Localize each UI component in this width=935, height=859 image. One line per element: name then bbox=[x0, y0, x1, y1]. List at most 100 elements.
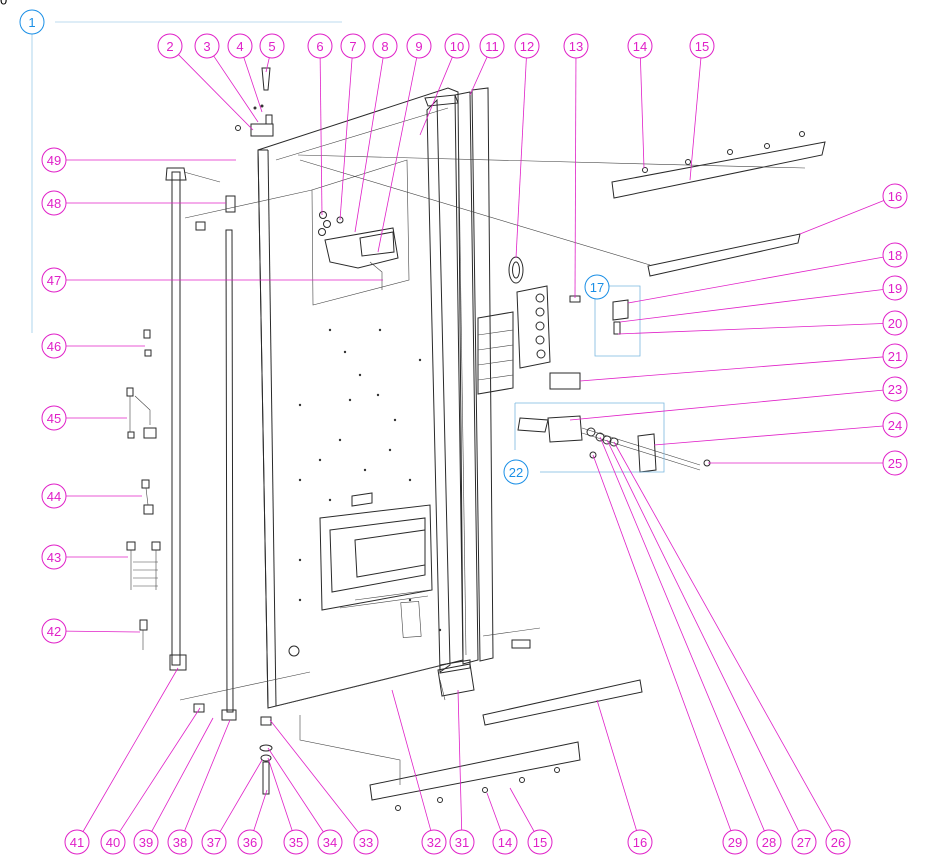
leader-16b bbox=[596, 699, 637, 831]
leader-23 bbox=[569, 389, 884, 421]
line-art bbox=[126, 67, 826, 811]
bottom-plate bbox=[437, 663, 475, 697]
callout-12: 12 bbox=[514, 33, 540, 59]
callout-20: 20 bbox=[882, 310, 908, 336]
leader-19 bbox=[619, 289, 884, 323]
svg-text:18: 18 bbox=[888, 248, 902, 263]
svg-text:10: 10 bbox=[450, 39, 464, 54]
leader-8 bbox=[354, 57, 384, 233]
leader-38 bbox=[184, 719, 231, 832]
leader-16a bbox=[799, 200, 885, 235]
bottom-trim bbox=[369, 741, 581, 811]
svg-text:5: 5 bbox=[268, 39, 275, 54]
callout-19: 19 bbox=[882, 275, 908, 301]
svg-text:21: 21 bbox=[888, 349, 902, 364]
bottom-label bbox=[511, 639, 531, 649]
leader-29 bbox=[592, 454, 732, 831]
svg-text:34: 34 bbox=[323, 835, 337, 850]
callout-21: 21 bbox=[882, 343, 908, 369]
svg-text:38: 38 bbox=[173, 835, 187, 850]
leader-34 bbox=[267, 747, 324, 833]
svg-text:40: 40 bbox=[106, 835, 120, 850]
callout-14-bottom: 14 bbox=[492, 829, 518, 855]
callout-10: 10 bbox=[444, 33, 470, 59]
svg-text:37: 37 bbox=[207, 835, 221, 850]
callout-18: 18 bbox=[882, 242, 908, 268]
svg-text:44: 44 bbox=[47, 489, 61, 504]
leader-35 bbox=[267, 757, 293, 831]
svg-text:23: 23 bbox=[888, 382, 902, 397]
callout-37: 37 bbox=[201, 829, 227, 855]
callout-3: 3 bbox=[194, 33, 220, 59]
callout-27: 27 bbox=[791, 829, 817, 855]
callout-46: 46 bbox=[41, 333, 67, 359]
callout-16-bottom: 16 bbox=[627, 829, 653, 855]
leader-28 bbox=[599, 436, 765, 832]
svg-text:8: 8 bbox=[381, 39, 388, 54]
callout-33: 33 bbox=[353, 829, 379, 855]
svg-text:3: 3 bbox=[203, 39, 210, 54]
leader-2 bbox=[178, 54, 254, 131]
callout-15-top: 15 bbox=[689, 33, 715, 59]
callout-1: 1 bbox=[19, 9, 45, 35]
svg-text:11: 11 bbox=[485, 39, 499, 54]
callout-labels: 1 2 3 4 5 6 7 8 9 10 11 12 13 14 15 16 1… bbox=[0, 0, 908, 855]
callout-29: 29 bbox=[722, 829, 748, 855]
leader-40 bbox=[119, 707, 201, 833]
svg-text:20: 20 bbox=[888, 316, 902, 331]
callout-15-bottom: 15 bbox=[527, 829, 553, 855]
svg-text:48: 48 bbox=[47, 196, 61, 211]
svg-text:36: 36 bbox=[243, 835, 257, 850]
callout-44: 44 bbox=[41, 483, 67, 509]
svg-text:16: 16 bbox=[888, 189, 902, 204]
svg-text:30: 30 bbox=[0, 0, 7, 8]
callout-34: 34 bbox=[317, 829, 343, 855]
callout-28: 28 bbox=[756, 829, 782, 855]
svg-text:12: 12 bbox=[520, 39, 534, 54]
callout-26: 26 bbox=[825, 829, 851, 855]
callout-17: 17 bbox=[584, 274, 610, 300]
leader-6 bbox=[319, 57, 323, 216]
leader-3 bbox=[213, 55, 259, 123]
callout-35: 35 bbox=[283, 829, 309, 855]
leader-5 bbox=[265, 57, 270, 73]
svg-text:7: 7 bbox=[349, 39, 356, 54]
callout-38: 38 bbox=[167, 829, 193, 855]
callout-6: 6 bbox=[307, 33, 333, 59]
leader-24 bbox=[653, 425, 884, 446]
assembly-22-box bbox=[514, 402, 665, 473]
lower-trim-strip bbox=[482, 679, 643, 726]
callout-48: 48 bbox=[41, 190, 67, 216]
group-boxes bbox=[31, 21, 665, 473]
assembly-17-box bbox=[594, 285, 641, 357]
svg-text:4: 4 bbox=[236, 39, 243, 54]
door-panel bbox=[257, 87, 464, 709]
leader-42 bbox=[65, 630, 141, 633]
callout-43: 43 bbox=[41, 544, 67, 570]
svg-text:49: 49 bbox=[47, 153, 61, 168]
callout-13: 13 bbox=[563, 33, 589, 59]
callout-14-top: 14 bbox=[627, 33, 653, 59]
callout-23: 23 bbox=[882, 376, 908, 402]
svg-text:19: 19 bbox=[888, 281, 902, 296]
callout-31: 31 bbox=[449, 829, 475, 855]
callout-40: 40 bbox=[100, 829, 126, 855]
svg-text:16: 16 bbox=[633, 835, 647, 850]
assembly-1-bracket bbox=[31, 21, 342, 333]
callout-2: 2 bbox=[157, 33, 183, 59]
callout-4: 4 bbox=[227, 33, 253, 59]
leader-20 bbox=[617, 323, 884, 335]
leader-32 bbox=[391, 689, 432, 831]
leader-41 bbox=[82, 667, 179, 832]
coin-parts bbox=[549, 295, 629, 390]
leader-37 bbox=[219, 759, 263, 832]
svg-text:29: 29 bbox=[728, 835, 742, 850]
leader-36 bbox=[253, 789, 268, 831]
callout-39: 39 bbox=[133, 829, 159, 855]
svg-text:25: 25 bbox=[888, 456, 902, 471]
svg-text:32: 32 bbox=[427, 835, 441, 850]
svg-text:39: 39 bbox=[139, 835, 153, 850]
svg-text:6: 6 bbox=[316, 39, 323, 54]
leader-15a bbox=[689, 57, 702, 181]
